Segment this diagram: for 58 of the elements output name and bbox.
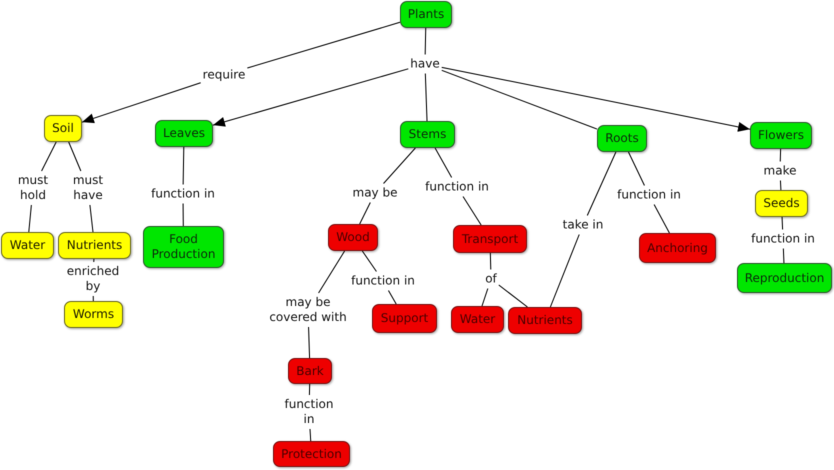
linking-phrase: require bbox=[202, 68, 246, 82]
connector-line bbox=[462, 196, 482, 226]
connector-line bbox=[586, 152, 616, 216]
connector-line bbox=[780, 180, 782, 190]
connector-line bbox=[654, 204, 670, 234]
concept-box: Nutrients bbox=[58, 232, 131, 259]
connector-line bbox=[308, 384, 310, 396]
connector-line bbox=[490, 252, 492, 270]
concept-box: Support bbox=[372, 304, 437, 333]
connector-line bbox=[383, 148, 416, 184]
concept-box: Nutrients bbox=[508, 307, 582, 334]
concept-box: Water bbox=[1, 232, 54, 259]
concept-box: Anchoring bbox=[639, 233, 716, 263]
connector-line bbox=[388, 290, 397, 304]
concept-box: Reproduction bbox=[737, 263, 832, 293]
connector-line bbox=[182, 146, 184, 185]
connector-line bbox=[68, 142, 82, 172]
arrow bbox=[441, 66, 750, 132]
concept-box: Plants bbox=[400, 1, 452, 28]
connector-line bbox=[782, 216, 784, 230]
connector-line bbox=[482, 288, 488, 306]
connector-line bbox=[628, 152, 645, 186]
connector-line bbox=[182, 203, 184, 226]
arrow bbox=[82, 82, 202, 124]
connector-line bbox=[550, 234, 580, 308]
connector-line bbox=[441, 70, 598, 130]
connector-line bbox=[780, 148, 782, 162]
connector-line bbox=[28, 204, 32, 232]
concept-box: Roots bbox=[597, 125, 647, 152]
concept-box: Water bbox=[451, 306, 504, 333]
concept-box: Leaves bbox=[155, 120, 213, 147]
connector-line bbox=[424, 73, 428, 122]
connector-line bbox=[93, 258, 94, 262]
concept-box: Worms bbox=[64, 301, 123, 328]
concept-box: Bark bbox=[288, 358, 332, 384]
connector-line bbox=[246, 22, 400, 68]
concept-box: Seeds bbox=[755, 190, 808, 217]
connector-line bbox=[782, 248, 784, 264]
connector-line bbox=[498, 284, 528, 308]
concept-box: Transport bbox=[453, 225, 527, 253]
connector-line bbox=[89, 204, 94, 232]
concept-box: Flowers bbox=[750, 122, 812, 149]
concept-box: Food Production bbox=[143, 226, 224, 268]
arrow bbox=[212, 68, 409, 127]
linking-phrase: may be bbox=[352, 186, 398, 200]
connector-line bbox=[92, 296, 94, 302]
concept-box: Soil bbox=[44, 115, 82, 142]
connector-line bbox=[359, 202, 371, 224]
concept-box: Protection bbox=[273, 441, 350, 467]
connector-line bbox=[41, 142, 57, 172]
connector-line bbox=[434, 148, 452, 178]
concept-box: Stems bbox=[400, 121, 455, 148]
connector-line bbox=[424, 28, 426, 55]
connector-line bbox=[310, 428, 312, 442]
connector-line bbox=[318, 250, 346, 294]
concept-box: Wood bbox=[328, 224, 378, 251]
connector-line bbox=[308, 326, 310, 358]
connector-line bbox=[362, 250, 377, 272]
